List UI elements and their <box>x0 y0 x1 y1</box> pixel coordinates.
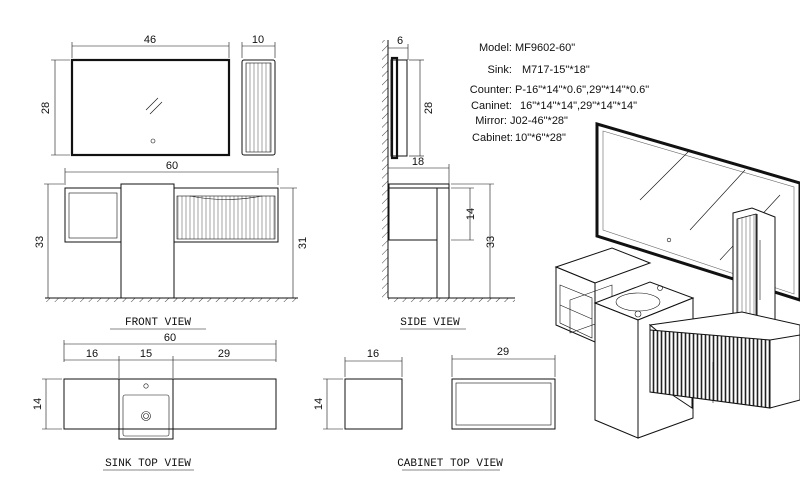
dim-side-total-height: 33 <box>485 236 497 248</box>
floor-hatch <box>388 298 515 302</box>
iso-drain-icon <box>634 310 642 318</box>
spec-caninet-label: Caninet: <box>471 100 512 112</box>
mirror-glare <box>149 101 163 115</box>
dim-cab-top-right: 29 <box>497 346 509 358</box>
iso-pedestal-left <box>594 302 639 439</box>
side-view: 6 28 18 14 33 SIDE VIEW <box>382 35 515 330</box>
spec-sink-value: M717-15"*18" <box>522 64 590 76</box>
dim-cab-top-depth: 14 <box>313 398 325 410</box>
spec-mirror-value: J02-46"*28" <box>510 115 568 127</box>
dim-side-cabinet-height: 14 <box>465 208 477 220</box>
dim-side-depth-top: 6 <box>397 35 403 47</box>
dim-top-mid: 15 <box>140 348 152 360</box>
spec-mirror-label: Mirror: <box>475 115 507 127</box>
right-cabinet-top <box>451 378 556 430</box>
sink-top-view-title: SINK TOP VIEW <box>105 458 191 470</box>
spec-cabinet-label: Cabinet: <box>472 132 513 144</box>
spec-model-label: Model: <box>479 42 512 54</box>
wall-cabinet-front-view: 10 <box>241 34 276 156</box>
drawer-front <box>176 195 276 240</box>
sink-basin <box>122 394 170 437</box>
mirror-front-view: 46 28 <box>40 34 231 157</box>
side-mirror <box>390 56 399 160</box>
right-cabinet-inner <box>455 382 552 426</box>
dim-front-total-width: 60 <box>166 160 178 172</box>
side-wall-cabinet <box>390 59 408 157</box>
spec-cabinet-value: 10"*6"*28" <box>515 132 566 144</box>
dim-mirror-height: 28 <box>40 102 52 114</box>
mirror-frame <box>70 58 231 157</box>
wall-cabinet-door <box>245 62 272 153</box>
side-cabinet <box>388 187 438 241</box>
dim-top-depth: 14 <box>32 398 44 410</box>
mirror-glare <box>145 97 159 111</box>
side-view-title: SIDE VIEW <box>400 317 460 329</box>
spec-counter-value: P-16"*14"*0.6",29"*14"*0.6" <box>515 84 649 96</box>
cabinet-top-view-title: CABINET TOP VIEW <box>397 458 503 470</box>
iso-faucet-icon <box>657 285 663 291</box>
spec-caninet-value: 16"*14"*14",29"*14"*14" <box>520 100 637 112</box>
open-shelf-cabinet <box>64 187 122 243</box>
dim-top-left: 16 <box>86 348 98 360</box>
touch-sensor-icon <box>150 138 156 144</box>
side-counter <box>388 183 450 189</box>
dim-cab-top-left: 16 <box>367 348 379 360</box>
front-view: 60 33 31 FRONT VIEW <box>34 160 309 330</box>
dim-front-left-height: 33 <box>34 236 46 248</box>
dim-top-total: 60 <box>164 332 176 344</box>
isometric-view <box>554 122 800 439</box>
iso-wall-cabinet-door <box>736 213 757 330</box>
open-shelf-inner <box>68 192 118 239</box>
dim-side-mirror-height: 28 <box>423 102 435 114</box>
wall-cabinet-frame <box>241 59 276 156</box>
wall-hatch <box>382 40 388 298</box>
sink-outline <box>118 378 174 440</box>
dim-side-depth: 18 <box>412 156 424 168</box>
left-cabinet-top <box>344 378 403 430</box>
drawer-cabinet <box>173 187 279 243</box>
spec-sink-label: Sink: <box>488 64 512 76</box>
spec-model-value: MF9602-60" <box>515 42 575 54</box>
floor-hatch <box>45 298 298 302</box>
front-view-title: FRONT VIEW <box>125 317 191 329</box>
side-pedestal <box>436 187 450 299</box>
dim-mirror-width: 46 <box>144 34 156 46</box>
cabinet-top-view: 16 14 29 CABINET TOP VIEW <box>313 346 556 471</box>
faucet-hole-icon <box>143 383 149 389</box>
iso-touch-sensor-icon <box>666 237 672 243</box>
dim-front-right-height: 31 <box>297 237 309 249</box>
sink-top-view: 60 16 15 29 14 SINK TOP VIEW <box>32 332 277 471</box>
drain-icon <box>141 411 151 421</box>
pedestal-sink <box>120 183 175 299</box>
dim-side-cabinet-width: 10 <box>252 34 264 46</box>
spec-list: Model: MF9602-60" Sink: M717-15"*18" Cou… <box>470 42 649 144</box>
dim-top-right: 29 <box>218 348 230 360</box>
drawer-handle <box>189 195 263 200</box>
counter-outline <box>63 378 277 430</box>
spec-counter-label: Counter: <box>470 84 512 96</box>
